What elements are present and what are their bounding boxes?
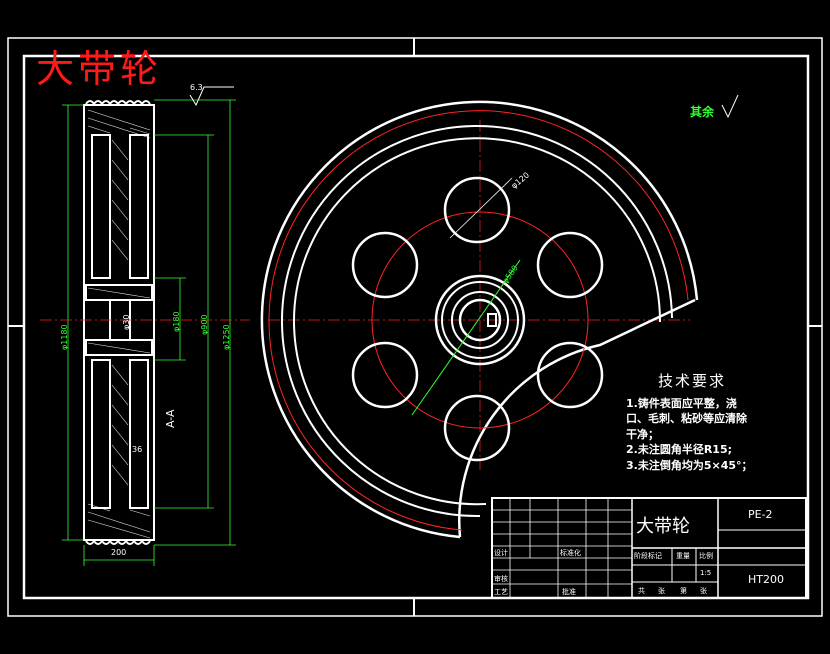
hole-lower-right <box>536 341 604 409</box>
hub-outer <box>434 274 526 366</box>
sheet-total-label: 共 <box>638 587 645 595</box>
outer-rim <box>260 100 699 539</box>
tech-line: 3.未注倒角均为5×45°； <box>626 458 753 472</box>
sheet-label: 张 <box>658 587 665 595</box>
material: HT200 <box>748 573 784 586</box>
scale-label: 比例 <box>699 552 713 560</box>
designer-label: 设计 <box>494 549 508 557</box>
centerlines <box>40 120 690 470</box>
tech-line: 口、毛刺、粘砂等应清除 <box>626 412 747 425</box>
tech-line: 干净； <box>626 427 659 441</box>
dim-outer-dia: φ1180 <box>60 324 69 350</box>
bore <box>458 298 502 342</box>
drawing-code: PE-2 <box>748 508 773 521</box>
section-label: A-A <box>164 409 177 428</box>
sheet-label-2: 张 <box>700 587 707 595</box>
technical-requirements: 技术要求 1.铸件表面应平整，浇 口、毛刺、粘砂等应清除 干净； 2.未注圆角半… <box>626 372 796 473</box>
inner-frame <box>22 54 810 600</box>
drawing-title: 大带轮 <box>36 47 163 91</box>
stage-mark-label: 阶段标记 <box>634 552 662 560</box>
dim-bore-dia: φ30 <box>122 314 131 330</box>
process-label: 工艺 <box>494 588 508 596</box>
surface-finish-note: 其余 <box>690 105 715 119</box>
dim-rim-dia: φ1250 <box>222 324 231 350</box>
tech-heading: 技术要求 <box>658 372 727 390</box>
sheet-no-label: 第 <box>680 587 687 595</box>
hole-bottom <box>443 394 511 462</box>
hole-upper-right <box>536 231 604 299</box>
standardized-label: 标准化 <box>560 549 581 557</box>
tech-line: 1.铸件表面应平整，浇 <box>626 396 737 410</box>
dim-inner-dia: φ900 <box>200 314 209 335</box>
dim-width: 200 <box>111 548 127 557</box>
top-roughness-value: 6.3 <box>190 83 203 92</box>
reviewer-label: 审核 <box>494 575 508 583</box>
part-name: 大带轮 <box>636 516 690 537</box>
dim-hub-dia: φ180 <box>172 311 181 332</box>
scale-value: 1:5 <box>700 569 712 577</box>
weight-label: 重量 <box>676 552 690 560</box>
approved-label: 批准 <box>562 588 576 596</box>
hole-lower-left <box>351 341 419 409</box>
hole-upper-left <box>351 231 419 299</box>
section-dimensions <box>62 99 236 566</box>
tech-line: 2.未注圆角半径R15; <box>626 443 733 456</box>
title-block <box>491 497 807 599</box>
dim-web-thk: 36 <box>132 445 143 454</box>
section-view <box>83 100 155 545</box>
roughness-symbol <box>721 94 739 119</box>
front-view <box>260 100 699 539</box>
section-hatching <box>87 109 151 539</box>
hole-top <box>443 176 511 244</box>
